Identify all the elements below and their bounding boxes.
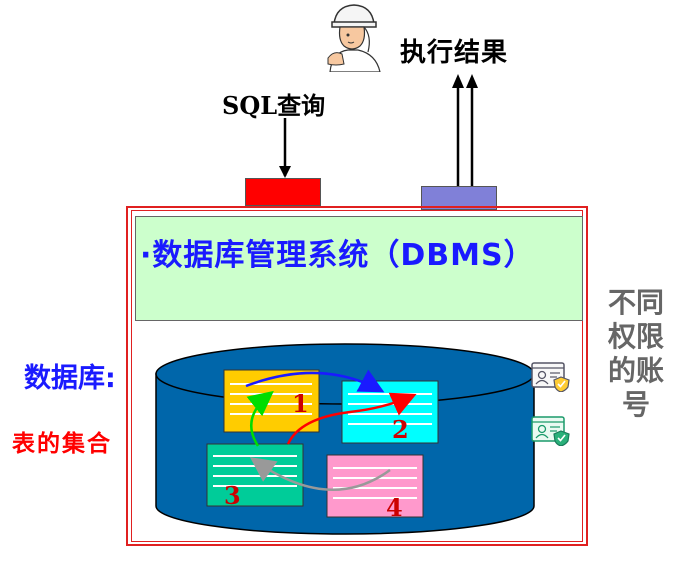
relation-arrow-blue <box>245 369 385 393</box>
table-3-number: 3 <box>224 481 241 510</box>
table-1-number: 1 <box>292 389 309 418</box>
table-4-number: 4 <box>386 493 403 522</box>
relation-arrow-red <box>286 392 417 445</box>
database-cylinder: 1 2 3 4 <box>155 343 535 535</box>
account-icon <box>531 362 570 392</box>
accounts-label: 不同权限的账号 <box>607 286 664 421</box>
dbms-panel <box>135 216 583 321</box>
table-4 <box>326 454 424 518</box>
query-port <box>245 178 321 206</box>
table-3 <box>206 443 304 507</box>
relation-arrow-green <box>246 390 274 447</box>
result-arrowhead-right <box>466 74 478 88</box>
query-label: SQL查询 <box>222 91 326 120</box>
dbms-title: ·数据库管理系统（DBMS） <box>140 238 535 273</box>
account-icon <box>531 416 570 446</box>
tables-label: 表的集合 <box>12 430 112 457</box>
system-inner-frame <box>131 210 583 542</box>
database-label: 数据库: <box>24 363 116 394</box>
table-2-number: 2 <box>392 415 409 444</box>
result-arrowhead-left <box>452 74 464 88</box>
worker-icon <box>327 4 381 72</box>
result-label: 执行结果 <box>400 38 509 68</box>
relation-arrow-gray <box>249 457 391 491</box>
system-outer-frame <box>126 206 588 546</box>
query-arrowhead <box>279 166 291 178</box>
